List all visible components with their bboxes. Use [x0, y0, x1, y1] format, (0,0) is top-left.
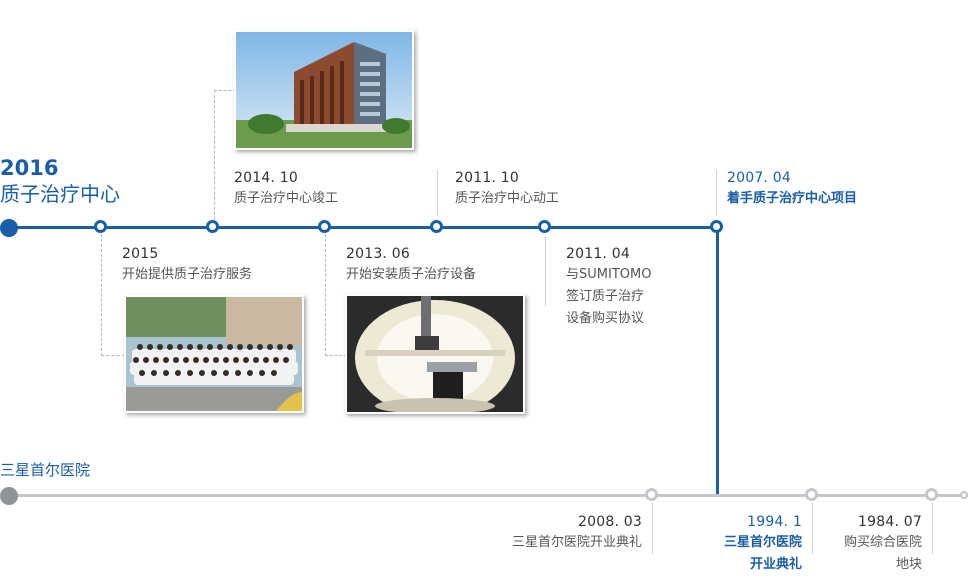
event-marker-line — [812, 502, 813, 554]
event-2008-03: 2008. 03 三星首尔医院开业典礼 — [430, 514, 642, 554]
timeline-node-2008[interactable] — [645, 488, 658, 501]
proton-title: 质子治疗中心 — [0, 182, 120, 206]
event-desc: 开始提供质子治疗服务 — [122, 267, 253, 282]
dashed-connector — [101, 234, 102, 356]
event-desc: 三星首尔医院 开业典礼 — [700, 532, 802, 576]
event-date: 2007. 04 — [727, 170, 791, 186]
event-date: 2013. 06 — [346, 246, 410, 262]
timeline-node-2013[interactable] — [318, 220, 331, 233]
event-desc: 购买综合医院 地块 — [822, 532, 922, 576]
event-desc: 质子治疗中心竣工 — [234, 191, 339, 206]
event-desc-line: 开业典礼 — [749, 557, 802, 572]
event-desc: 开始安装质子治疗设备 — [346, 267, 477, 282]
timeline-node-2014[interactable] — [206, 220, 219, 233]
staff-group-photo — [124, 295, 304, 413]
staff-illustration — [126, 297, 302, 411]
event-date: 1984. 07 — [858, 514, 922, 530]
proton-equipment-photo — [345, 294, 525, 414]
event-2014-10: 2014. 10 质子治疗中心竣工 — [234, 170, 338, 210]
event-marker-line — [545, 236, 546, 306]
event-desc-line: 地块 — [895, 557, 922, 572]
timeline-node-2015[interactable] — [94, 220, 107, 233]
event-desc: 质子治疗中心动工 — [455, 191, 560, 206]
timeline-start-node — [0, 219, 18, 237]
event-1984-07: 1984. 07 购买综合医院 地块 — [822, 514, 922, 576]
dashed-connector — [325, 234, 326, 356]
event-marker-line — [932, 502, 933, 554]
event-desc: 与SUMITOMO 签订质子治疗 设备购买协议 — [566, 264, 651, 330]
event-2013-06: 2013. 06 开始安装质子治疗设备 — [346, 246, 476, 286]
event-desc: 三星首尔医院开业典礼 — [511, 535, 642, 550]
event-marker-line — [716, 170, 717, 216]
event-desc: 着手质子治疗中心项目 — [727, 191, 858, 206]
event-date: 2011. 10 — [455, 170, 519, 186]
samsung-timeline-line — [10, 494, 968, 497]
event-date: 2011. 04 — [566, 246, 630, 262]
dashed-connector — [101, 355, 125, 356]
dashed-connector — [325, 355, 347, 356]
event-date: 2015 — [122, 246, 159, 262]
timeline-node-1994[interactable] — [805, 488, 818, 501]
samsung-start-node — [0, 487, 18, 505]
dashed-connector — [214, 90, 236, 91]
event-1994-1: 1994. 1 三星首尔医院 开业典礼 — [700, 514, 802, 576]
timeline-node-2011-04[interactable] — [538, 220, 551, 233]
event-marker-line — [652, 502, 653, 554]
timeline-node-1984[interactable] — [925, 488, 938, 501]
samsung-heading: 三星首尔医院 — [0, 461, 91, 479]
event-date: 2008. 03 — [578, 514, 642, 530]
event-2011-10: 2011. 10 质子治疗中心动工 — [455, 170, 559, 210]
event-marker-line — [437, 170, 438, 216]
dashed-connector — [214, 90, 215, 220]
building-photo — [234, 30, 414, 150]
proton-year: 2016 — [0, 156, 59, 180]
event-2015: 2015 开始提供质子治疗服务 — [122, 246, 252, 286]
timeline-end-node — [960, 491, 968, 499]
event-desc-line: 三星首尔医院 — [723, 535, 802, 550]
event-desc-line: 与SUMITOMO — [566, 267, 652, 282]
equipment-illustration — [347, 296, 523, 412]
timeline-connector — [716, 228, 719, 496]
building-illustration — [236, 32, 412, 148]
event-desc-line: 设备购买协议 — [566, 311, 645, 326]
event-desc-line: 购买综合医院 — [843, 535, 922, 550]
timeline-node-2007[interactable] — [710, 220, 723, 233]
event-desc-line: 签订质子治疗 — [566, 289, 645, 304]
event-2011-04: 2011. 04 与SUMITOMO 签订质子治疗 设备购买协议 — [566, 246, 651, 330]
proton-timeline-line — [10, 226, 718, 229]
event-date: 1994. 1 — [747, 514, 802, 530]
timeline-node-2011-10[interactable] — [430, 220, 443, 233]
proton-heading: 2016 质子治疗中心 — [0, 155, 120, 207]
event-date: 2014. 10 — [234, 170, 298, 186]
event-2007-04: 2007. 04 着手质子治疗中心项目 — [727, 170, 857, 210]
